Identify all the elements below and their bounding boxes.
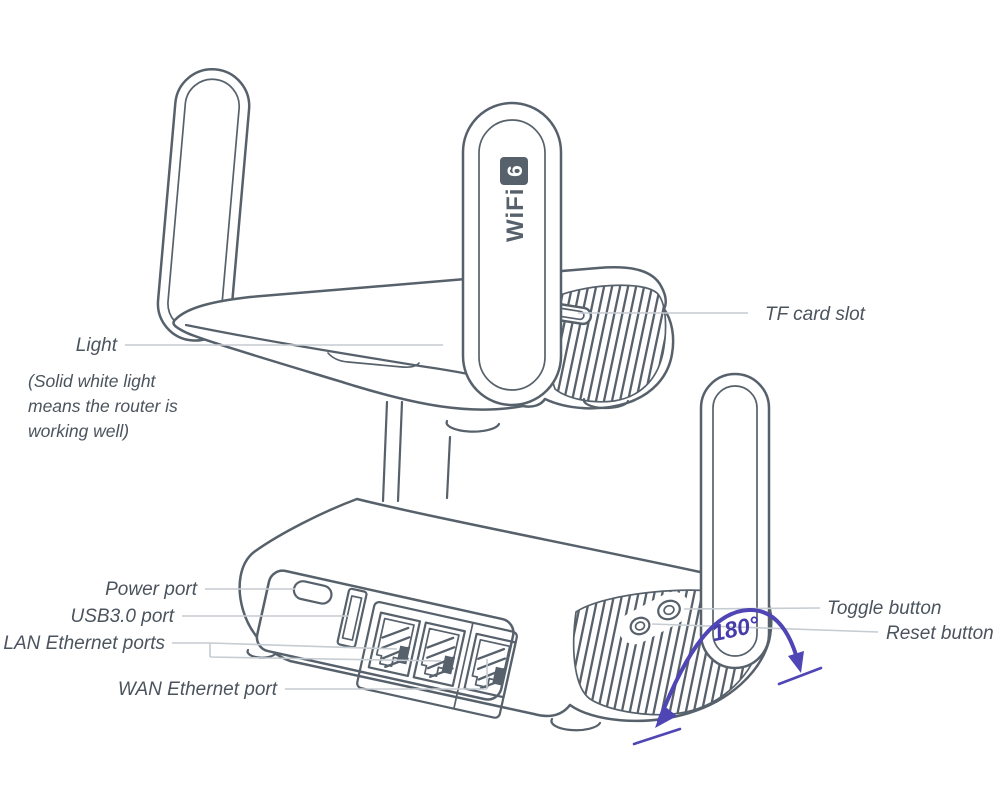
leader-lines (125, 312, 879, 690)
light-label: Light (76, 335, 118, 356)
light-note: (Solid white light means the router is w… (28, 371, 183, 441)
lan-port-2 (412, 621, 466, 688)
top-router-body (172, 266, 675, 433)
router-foot (445, 419, 501, 433)
bottom-router (238, 372, 773, 732)
antenna-hinge-stand (381, 400, 452, 503)
reset-label: Reset button (886, 623, 994, 644)
wan-label: WAN Ethernet port (118, 679, 278, 700)
wifi6-antenna: WiFi 6 (461, 101, 563, 407)
wifi6-number: 6 (504, 165, 527, 177)
top-router: WiFi 6 (156, 68, 675, 433)
status-light (327, 352, 420, 369)
wifi6-box (500, 157, 528, 185)
reset-leader (651, 623, 879, 633)
arrowhead-left (655, 705, 677, 728)
wifi6-badge: WiFi 6 (500, 157, 529, 242)
tick-right (777, 666, 823, 686)
wan-leader (285, 659, 488, 690)
toggle-button (657, 599, 681, 621)
wan-port (463, 632, 517, 699)
reset-button (629, 616, 651, 636)
bottom-antenna (699, 372, 771, 670)
wifi-text: WiFi (502, 188, 529, 242)
lan-leader (172, 642, 442, 662)
labels: Light (Solid white light means the route… (3, 304, 993, 700)
tick-left (632, 727, 682, 746)
lan-label: LAN Ethernet ports (3, 633, 165, 654)
router-foot (550, 717, 602, 732)
rotation-arc (657, 607, 801, 723)
router-foot (582, 397, 630, 410)
arrowhead-right (788, 651, 804, 673)
toggle-label: Toggle button (827, 598, 941, 619)
usb-label: USB3.0 port (71, 606, 175, 627)
tf-card-label: TF card slot (765, 304, 866, 325)
power-label: Power port (105, 579, 198, 600)
